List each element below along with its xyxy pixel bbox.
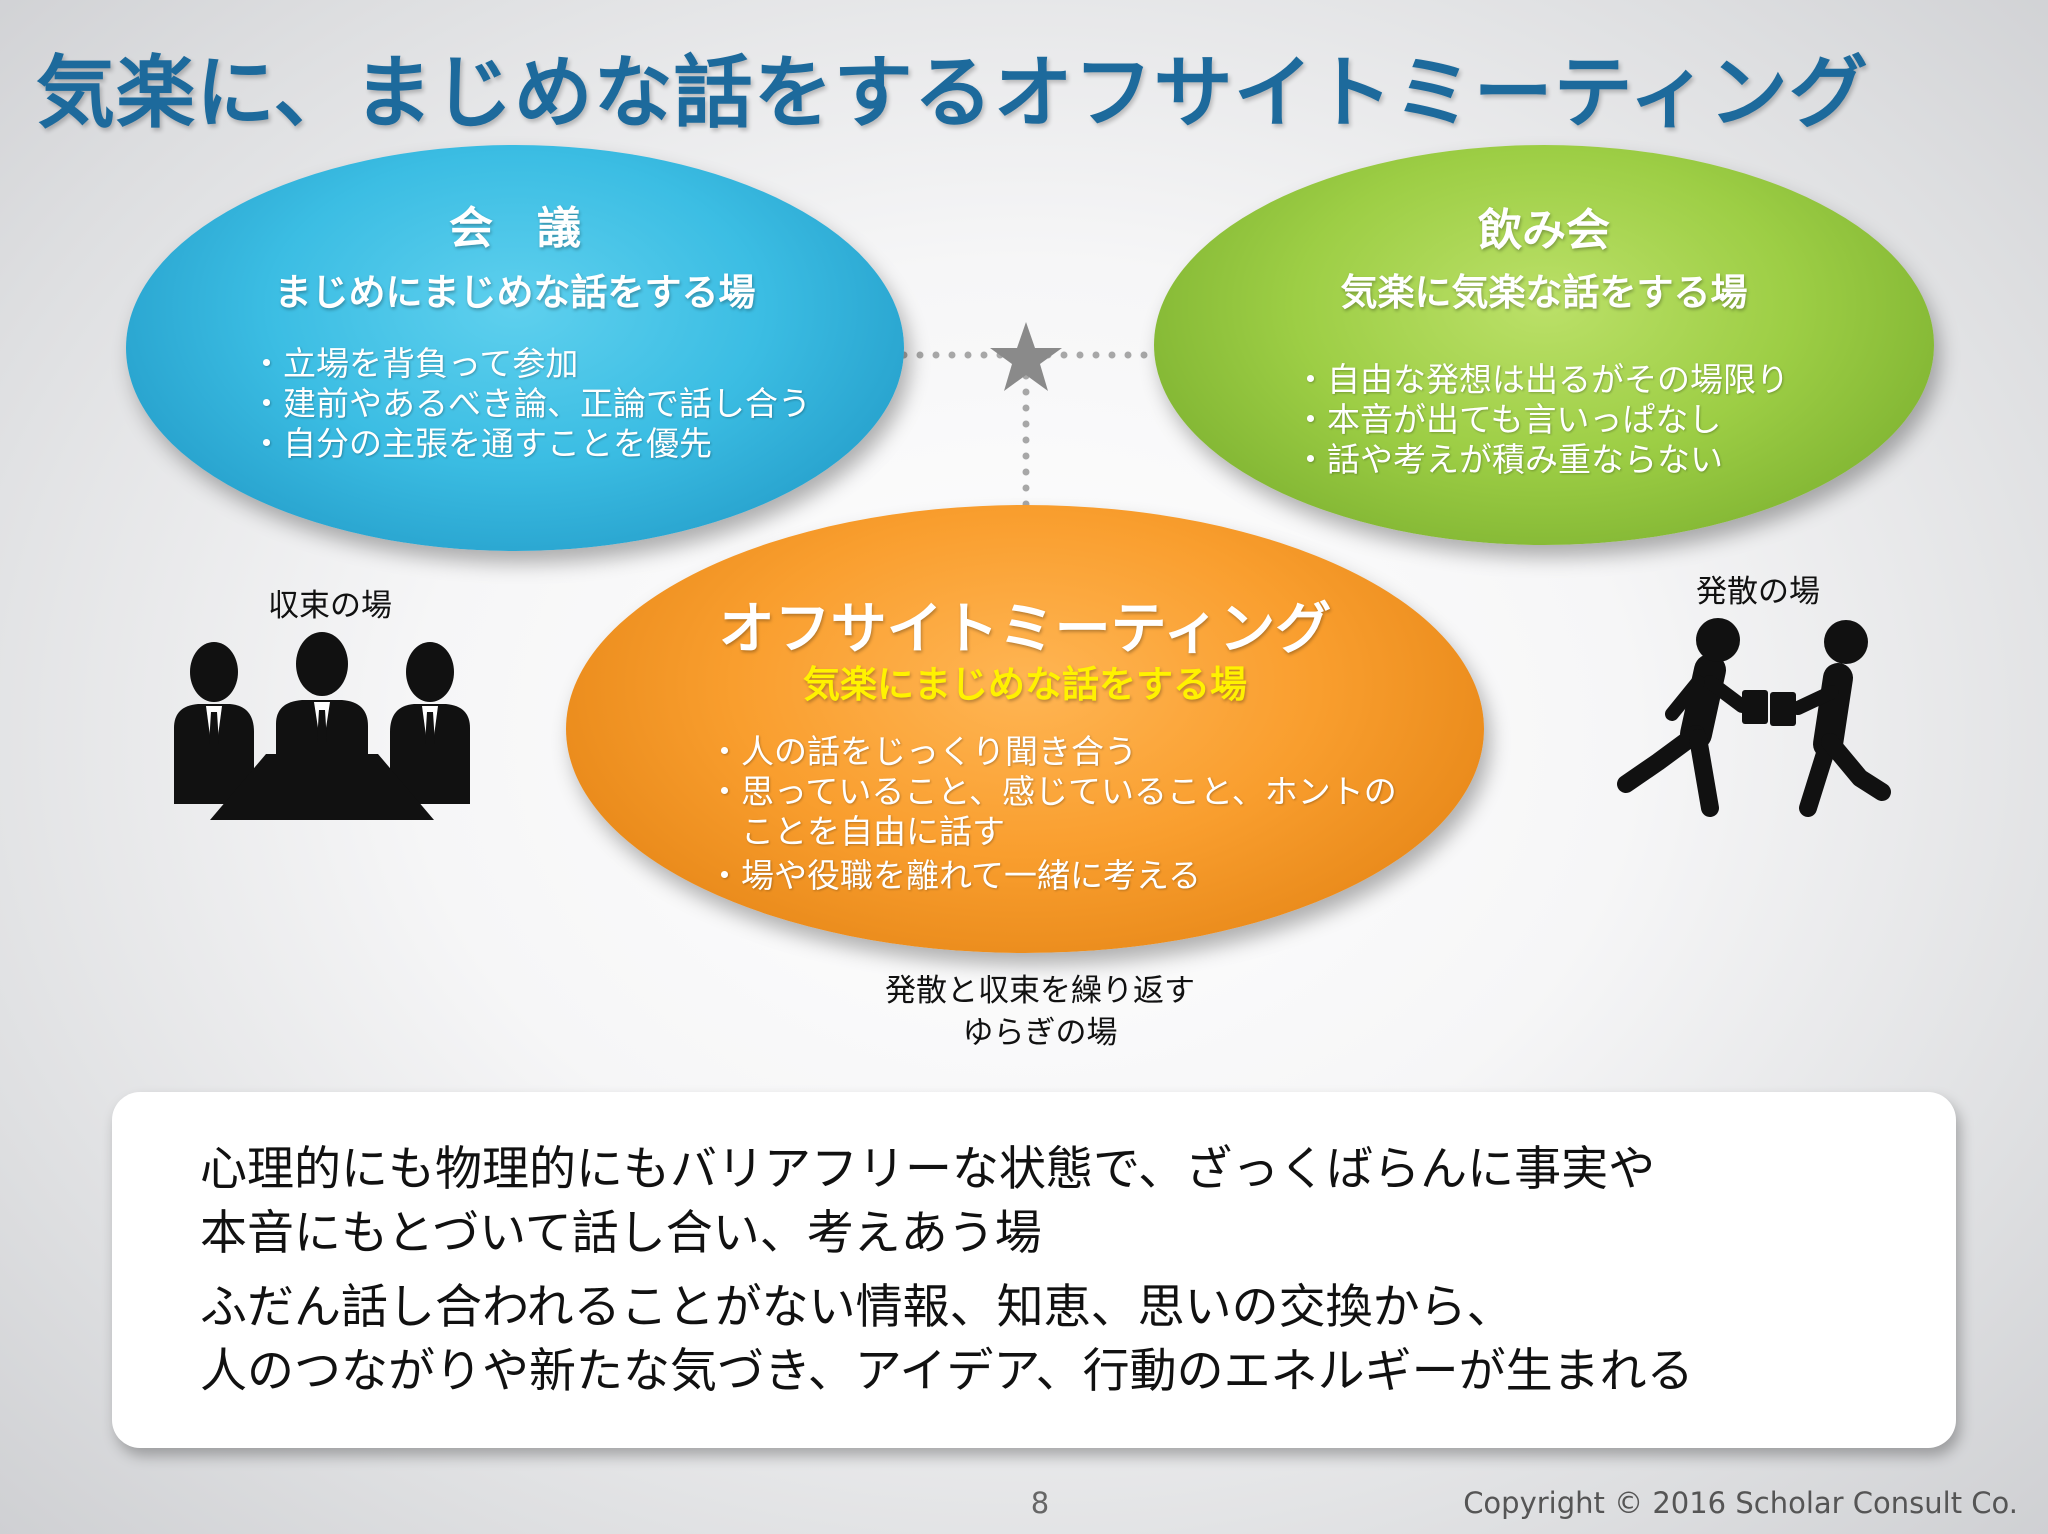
drinking-bullets: ・自由な発想は出るがその場限り ・本音が出ても言いっぱなし ・話や考えが積み重な… bbox=[1294, 360, 1789, 480]
star-icon bbox=[990, 322, 1062, 391]
business-meeting-icon bbox=[174, 632, 470, 820]
offsite-ellipse bbox=[566, 505, 1484, 953]
drinking-ellipse bbox=[1154, 145, 1934, 545]
offsite-heading: オフサイトミーティング bbox=[718, 597, 1332, 662]
offsite-subtitle: 気楽にまじめな話をする場 bbox=[803, 663, 1247, 706]
meeting-subtitle: まじめにまじめな話をする場 bbox=[274, 271, 756, 314]
offsite-bullets: ・人の話をじっくり聞き合う ・思っていること、感じていること、ホントの ことを自… bbox=[708, 732, 1397, 896]
list-item: ・本音が出ても言いっぱなし bbox=[1294, 400, 1722, 439]
oscillation-label-line: ゆらぎの場 bbox=[962, 1015, 1118, 1051]
connector-graphic bbox=[900, 322, 1158, 512]
list-item: ・場や役職を離れて一緒に考える bbox=[708, 856, 1202, 895]
oscillation-label: 発散と収束を繰り返す ゆらぎの場 bbox=[820, 970, 1260, 1054]
copyright: Copyright © 2016 Scholar Consult Co. bbox=[1463, 1486, 2018, 1520]
page-title: 気楽に、まじめな話をするオフサイトミーティング bbox=[36, 47, 1869, 139]
summary-line: ふだん話し合われることがない情報、知恵、思いの交換から、 bbox=[200, 1280, 1514, 1335]
drinking-heading: 飲み会 bbox=[1478, 205, 1610, 256]
drinking-people-icon bbox=[1617, 618, 1891, 817]
drinking-subtitle: 気楽に気楽な話をする場 bbox=[1340, 271, 1748, 314]
list-item: ・自由な発想は出るがその場限り bbox=[1294, 360, 1789, 399]
list-item: ・建前やあるべき論、正論で話し合う bbox=[250, 384, 811, 423]
oscillation-label-line: 発散と収束を繰り返す bbox=[885, 973, 1195, 1009]
summary-line: 人のつながりや新たな気づき、アイデア、行動のエネルギーが生まれる bbox=[200, 1344, 1694, 1399]
summary-line: 心理的にも物理的にもバリアフリーな状態で、ざっくばらんに事実や bbox=[200, 1142, 1656, 1197]
summary-line: 本音にもとづいて話し合い、考えあう場 bbox=[200, 1206, 1042, 1261]
meeting-ellipse bbox=[126, 145, 904, 551]
divergence-label: 発散の場 bbox=[1696, 574, 1820, 610]
convergence-label: 収束の場 bbox=[268, 588, 392, 624]
page-number: 8 bbox=[1030, 1486, 1050, 1520]
list-item: ・思っていること、感じていること、ホントの bbox=[708, 772, 1397, 811]
meeting-bullets: ・立場を背負って参加 ・建前やあるべき論、正論で話し合う ・自分の主張を通すこと… bbox=[250, 344, 811, 464]
list-item: ・立場を背負って参加 bbox=[250, 344, 579, 383]
list-item: ・自分の主張を通すことを優先 bbox=[250, 424, 712, 463]
list-item: ・話や考えが積み重ならない bbox=[1294, 440, 1723, 479]
meeting-heading: 会 議 bbox=[449, 203, 581, 254]
list-item: ・人の話をじっくり聞き合う bbox=[708, 732, 1137, 771]
summary-box bbox=[112, 1092, 1956, 1448]
list-item: ことを自由に話す bbox=[708, 812, 1005, 851]
